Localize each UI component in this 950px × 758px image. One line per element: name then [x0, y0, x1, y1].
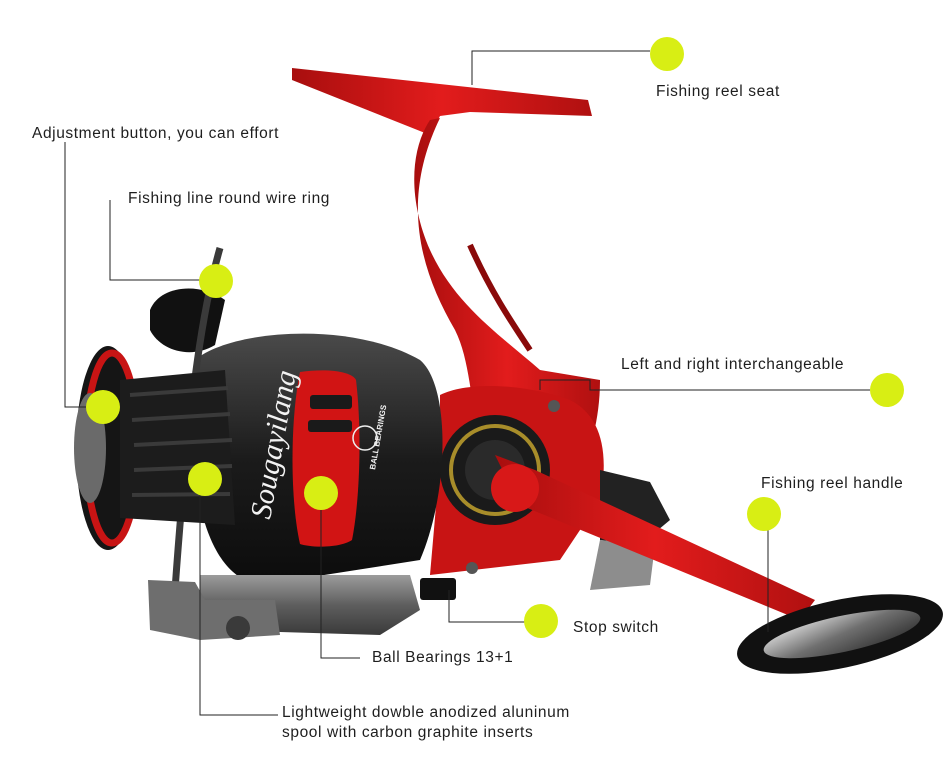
screw [548, 400, 560, 412]
marker-handle [747, 497, 781, 531]
label-ball-bearings: Ball Bearings 13+1 [372, 649, 514, 666]
label-stop-switch: Stop switch [573, 619, 659, 636]
marker-adjustment-button [86, 390, 120, 424]
label-handle: Fishing reel handle [761, 475, 904, 492]
label-line-ring: Fishing line round wire ring [128, 190, 331, 207]
marker-spool [188, 462, 222, 496]
reel-seat-foot [292, 68, 592, 135]
label-interchangeable: Left and right interchangeable [621, 356, 845, 373]
handle-arm [495, 455, 815, 620]
reel-stem [414, 118, 600, 480]
leader-lines [64, 50, 870, 716]
stop-switch-lever [420, 578, 456, 600]
stem-groove [467, 243, 533, 352]
marker-interchangeable [870, 373, 904, 407]
marker-stop-switch [524, 604, 558, 638]
label-spool-line1: Lightweight dowble anodized aluninum [282, 704, 570, 721]
bail-roller [150, 288, 225, 353]
screw [466, 562, 478, 574]
marker-line-ring [199, 264, 233, 298]
label-adjustment-button: Adjustment button, you can effort [32, 125, 279, 142]
marker-reel-seat [650, 37, 684, 71]
marker-ball-bearings [304, 476, 338, 510]
label-reel-seat: Fishing reel seat [656, 83, 780, 100]
label-spool-line2: spool with carbon graphite inserts [282, 724, 534, 741]
